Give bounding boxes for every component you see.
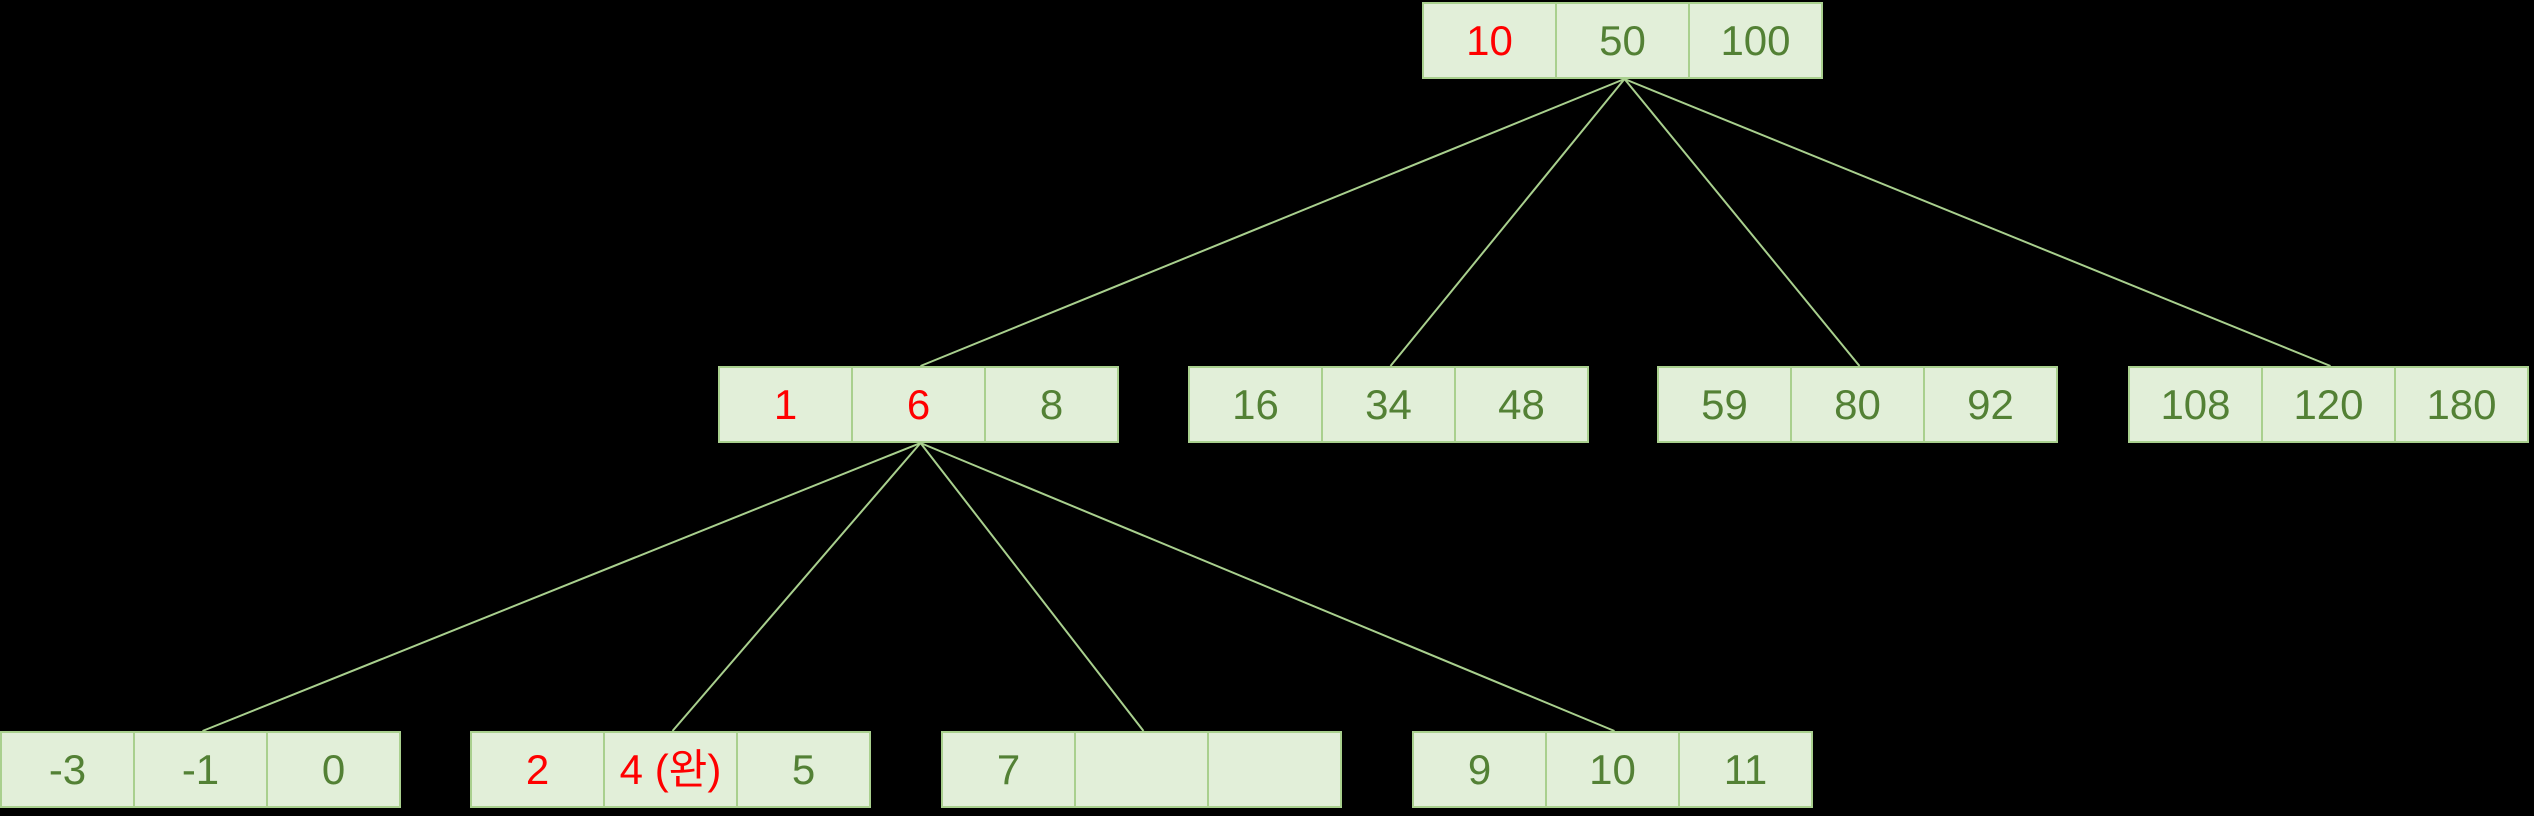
node-cell-root-1: 50	[1555, 2, 1690, 79]
cell-value: 48	[1498, 380, 1545, 428]
cell-value: 1	[773, 380, 798, 428]
node-cell-leaf-4-1: 10	[1545, 731, 1680, 808]
node-cell-internal-2-0: 16	[1188, 366, 1323, 443]
tree-edge-root-internal-4	[1624, 78, 2331, 367]
cell-value: 6	[906, 380, 931, 428]
cell-value: 80	[1834, 380, 1881, 428]
node-cell-internal-2-1: 34	[1321, 366, 1456, 443]
node-cell-leaf-3-2	[1207, 731, 1342, 808]
tree-edge-internal-1-leaf-3	[919, 442, 1145, 732]
cell-value: 180	[2426, 380, 2497, 428]
cell-value: 10	[1589, 745, 1636, 793]
cell-value: -1	[181, 745, 220, 793]
cell-value: -3	[48, 745, 87, 793]
node-cell-leaf-1-0: -3	[0, 731, 135, 808]
cell-value: 7	[996, 745, 1021, 793]
tree-edge-root-internal-2	[1389, 78, 1626, 367]
node-cell-leaf-4-2: 11	[1678, 731, 1813, 808]
cell-value: 9	[1467, 745, 1492, 793]
btree-node-leaf-4: 9 10 11	[1412, 731, 1813, 808]
node-cell-internal-1-0: 1	[718, 366, 853, 443]
node-cell-internal-2-2: 48	[1454, 366, 1589, 443]
cell-value: 10	[1466, 16, 1513, 64]
node-cell-internal-1-2: 8	[984, 366, 1119, 443]
node-cell-internal-1-1: 6	[851, 366, 986, 443]
cell-value: 4 (완)	[619, 745, 722, 793]
btree-node-internal-1: 1 6 8	[718, 366, 1119, 443]
node-cell-leaf-4-0: 9	[1412, 731, 1547, 808]
cell-value: 92	[1967, 380, 2014, 428]
cell-value: 108	[2160, 380, 2231, 428]
cell-value: 0	[321, 745, 346, 793]
btree-node-internal-3: 59 80 92	[1657, 366, 2058, 443]
node-cell-leaf-2-2: 5	[736, 731, 871, 808]
node-cell-root-2: 100	[1688, 2, 1823, 79]
cell-value: 34	[1365, 380, 1412, 428]
node-cell-leaf-3-1	[1074, 731, 1209, 808]
cell-value: 8	[1039, 380, 1064, 428]
btree-node-root: 10 50 100	[1422, 2, 1823, 79]
tree-edge-internal-1-leaf-4	[920, 442, 1615, 732]
node-cell-leaf-3-0: 7	[941, 731, 1076, 808]
tree-edge-internal-1-leaf-1	[202, 442, 921, 732]
cell-value: 16	[1232, 380, 1279, 428]
btree-node-leaf-3: 7	[941, 731, 1342, 808]
btree-node-internal-2: 16 34 48	[1188, 366, 1589, 443]
node-cell-internal-3-0: 59	[1657, 366, 1792, 443]
cell-value: 50	[1599, 16, 1646, 64]
node-cell-internal-3-2: 92	[1923, 366, 2058, 443]
node-cell-leaf-1-2: 0	[266, 731, 401, 808]
node-cell-root-0: 10	[1422, 2, 1557, 79]
node-cell-internal-4-0: 108	[2128, 366, 2263, 443]
node-cell-internal-3-1: 80	[1790, 366, 1925, 443]
cell-value: 59	[1701, 380, 1748, 428]
btree-node-leaf-2: 2 4 (완) 5	[470, 731, 871, 808]
tree-edge-internal-1-leaf-2	[671, 442, 922, 732]
btree-node-internal-4: 108 120 180	[2128, 366, 2529, 443]
cell-value: 120	[2293, 380, 2364, 428]
cell-value: 2	[525, 745, 550, 793]
tree-edge-root-internal-1	[920, 78, 1625, 367]
node-cell-leaf-2-1: 4 (완)	[603, 731, 738, 808]
cell-value: 11	[1723, 745, 1768, 793]
node-cell-leaf-1-1: -1	[133, 731, 268, 808]
cell-value: 5	[791, 745, 816, 793]
btree-node-leaf-1: -3 -1 0	[0, 731, 401, 808]
cell-value: 100	[1720, 16, 1791, 64]
tree-edge-root-internal-3	[1623, 78, 1861, 367]
node-cell-internal-4-1: 120	[2261, 366, 2396, 443]
node-cell-leaf-2-0: 2	[470, 731, 605, 808]
node-cell-internal-4-2: 180	[2394, 366, 2529, 443]
